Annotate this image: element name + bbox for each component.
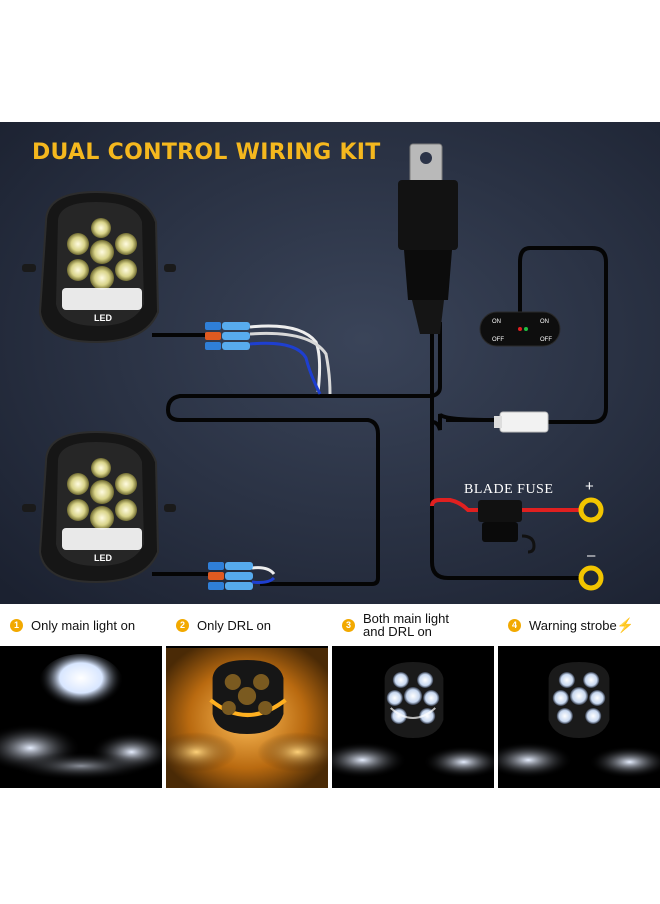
dual-switch: ON OFF ON OFF [479,311,561,347]
mode-1-label: Only main light on [31,617,136,633]
mode-4-photo [498,648,660,788]
mode-3-label-line2: and DRL on [363,624,432,639]
mode-3-label: Both main light and DRL on [363,612,449,638]
connector-top [205,322,250,350]
switch-right-off: OFF [540,337,552,343]
mode-2-panel: 2 Only DRL on [166,604,328,788]
mode-1-number: 1 [10,618,23,632]
blade-fuse [430,498,580,554]
lightning-bolt-icon: ⚡ [616,616,635,633]
led-lamp-top: LED [22,190,176,344]
mode-4-number: 4 [508,618,521,632]
negative-sign: – [587,547,596,564]
led-lamp-bottom: LED [22,430,176,584]
signal-wires-bottom [251,566,276,584]
lamp-top-badge: LED [94,313,113,323]
harness-wires [152,246,608,586]
mode-2-number: 2 [176,618,189,632]
mode-2-label: Only DRL on [197,617,271,633]
mode-1-photo [0,648,162,788]
wiring-diagram: ON OFF ON OFF [0,122,660,604]
ring-terminal-positive [578,497,604,523]
light-modes: 1 Only main light on 2 Only DRL on [0,604,660,788]
mode-4-header: 4 Warning strobe ⚡ [498,604,660,646]
switch-left-off: OFF [492,337,504,343]
lamp-bottom-badge: LED [94,553,113,563]
mode-4-panel: 4 Warning strobe ⚡ [498,604,660,788]
positive-sign: + [585,478,594,495]
switch-right-on: ON [540,319,549,325]
mode-2-header: 2 Only DRL on [166,604,328,646]
signal-wires-top [249,324,332,395]
mode-3-photo [332,648,494,788]
mode-4-label: Warning strobe [529,617,617,633]
switch-left-on: ON [492,319,501,325]
switch-connector [494,411,549,433]
mode-1-panel: 1 Only main light on [0,604,162,788]
mode-2-photo [166,648,328,788]
mode-3-header: 3 Both main light and DRL on [332,604,494,646]
mode-1-header: 1 Only main light on [0,604,162,646]
connector-bottom [208,562,253,590]
page-title: DUAL CONTROL WIRING KIT [32,140,381,165]
mode-3-number: 3 [342,618,355,632]
mode-3-panel: 3 Both main light and DRL on [332,604,494,788]
relay [398,143,458,334]
bottom-whitespace [0,788,660,904]
ring-terminal-negative [578,565,604,591]
blade-fuse-label: BLADE FUSE [464,482,554,497]
diagram-canvas: ON OFF ON OFF [0,122,660,604]
mode-3-label-line1: Both main light [363,611,449,626]
